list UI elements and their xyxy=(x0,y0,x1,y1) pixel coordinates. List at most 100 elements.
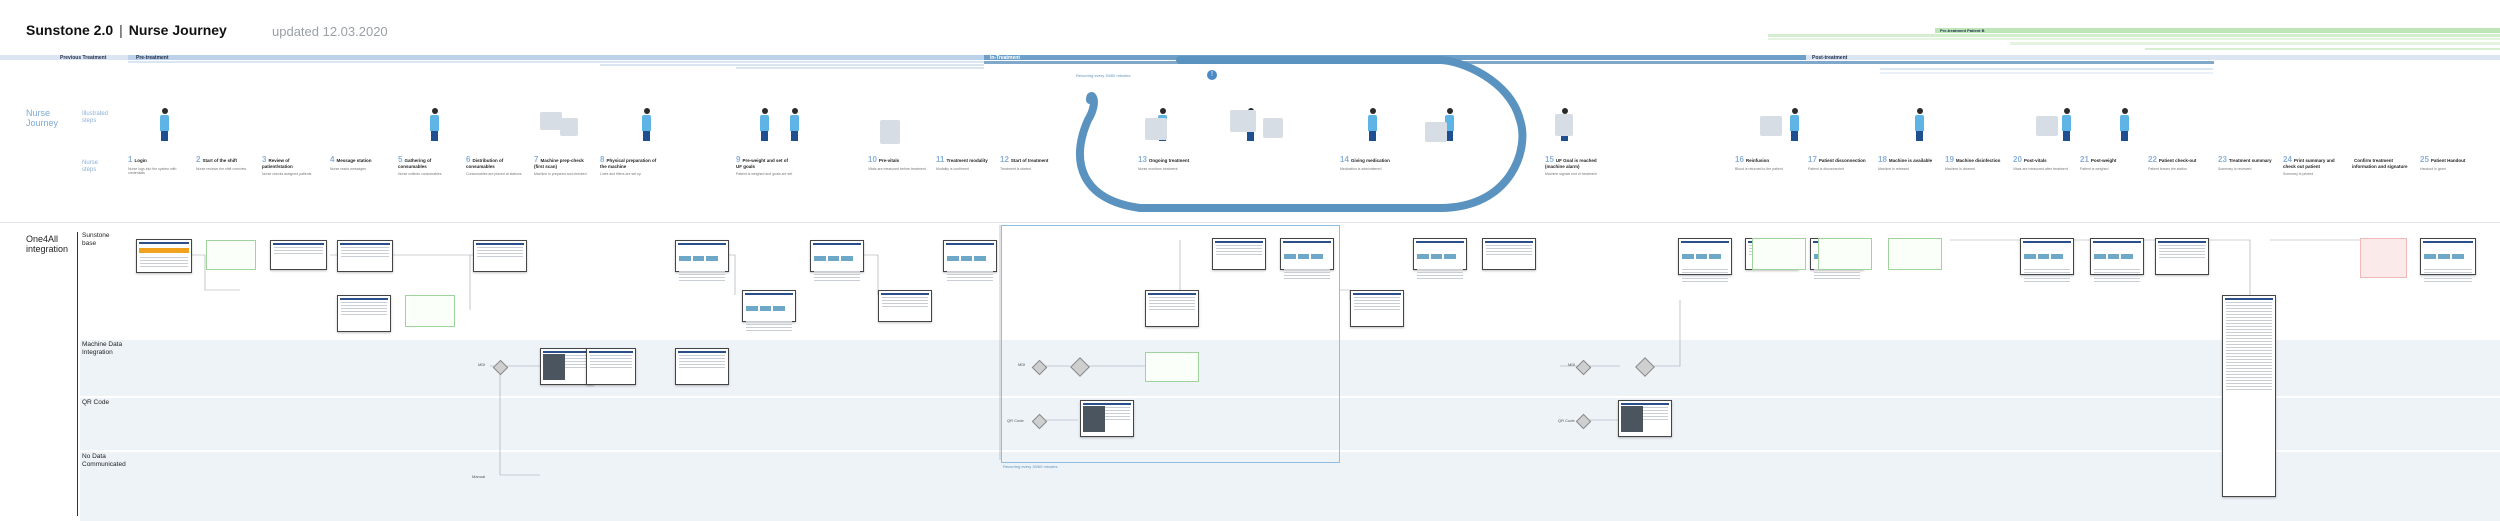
card-line xyxy=(140,260,188,261)
card-line xyxy=(746,324,792,325)
card-line xyxy=(679,361,725,362)
card-tile xyxy=(2024,254,2036,259)
card-line xyxy=(2226,389,2272,390)
card-photo xyxy=(1083,406,1105,432)
card-tiles xyxy=(813,249,861,267)
wireframe-card xyxy=(2090,238,2144,275)
card-header xyxy=(543,351,591,353)
card-line xyxy=(1682,278,1728,279)
wireframe-card xyxy=(742,290,796,322)
card-tile xyxy=(1417,254,1429,259)
card-line xyxy=(2094,272,2140,273)
wireframe-card xyxy=(1350,290,1404,327)
card-line xyxy=(341,256,389,257)
wireframe-card xyxy=(1678,238,1732,275)
card-header xyxy=(1485,241,1533,243)
wireframe-card xyxy=(1413,238,1467,270)
card-line xyxy=(2024,275,2070,276)
wireframe-card xyxy=(878,290,932,322)
card-line xyxy=(2226,344,2272,345)
card-tile xyxy=(2038,254,2050,259)
wireframe-card xyxy=(810,240,864,272)
card-line xyxy=(1682,281,1728,282)
card-line xyxy=(2226,359,2272,360)
card-tile xyxy=(2438,254,2450,259)
card-tile xyxy=(1431,254,1443,259)
card-line xyxy=(1486,248,1532,249)
card-line xyxy=(1149,297,1195,298)
card-line xyxy=(1354,306,1400,307)
card-line xyxy=(1682,272,1728,273)
card-header xyxy=(476,243,524,245)
card-tiles xyxy=(1283,247,1331,265)
card-line xyxy=(2226,335,2272,336)
card-line xyxy=(2094,275,2140,276)
card-line xyxy=(2424,281,2472,282)
wireframe-card xyxy=(586,348,636,385)
card-header xyxy=(946,243,994,245)
card-tiles xyxy=(2023,247,2071,265)
card-line xyxy=(1149,309,1195,310)
card-tile xyxy=(746,306,758,311)
card-tile xyxy=(1311,254,1323,259)
card-header xyxy=(2158,241,2206,243)
card-header xyxy=(340,243,390,245)
card-line xyxy=(2094,278,2140,279)
card-tile xyxy=(2121,254,2133,259)
card-line xyxy=(2226,302,2272,303)
card-line xyxy=(2226,338,2272,339)
card-line xyxy=(1486,251,1532,252)
card-line xyxy=(2226,323,2272,324)
card-line xyxy=(2094,269,2140,270)
card-line xyxy=(2424,275,2472,276)
card-tile xyxy=(679,256,691,261)
card-line xyxy=(1814,278,1860,279)
card-line xyxy=(2159,245,2205,246)
placeholder-card xyxy=(405,295,455,327)
card-header xyxy=(273,243,324,245)
wireframe-card xyxy=(1212,238,1266,270)
card-line xyxy=(590,367,632,368)
card-line xyxy=(1417,269,1463,270)
wireframe-card xyxy=(943,240,997,272)
card-tile xyxy=(814,256,826,261)
card-line xyxy=(2226,371,2272,372)
card-tiles xyxy=(678,249,726,267)
card-header xyxy=(678,351,726,353)
card-line xyxy=(341,305,387,306)
wireframe-card xyxy=(1080,400,1134,437)
card-line xyxy=(1284,275,1330,276)
card-line xyxy=(477,256,523,257)
card-tile xyxy=(1444,254,1456,259)
card-line xyxy=(2226,311,2272,312)
placeholder-card xyxy=(1818,238,1872,270)
card-header xyxy=(881,293,929,295)
card-tile xyxy=(1696,254,1708,259)
card-header xyxy=(589,351,633,353)
card-line xyxy=(2226,326,2272,327)
decision-label-4: MDI xyxy=(1568,362,1575,367)
card-line xyxy=(1417,275,1463,276)
card-line xyxy=(746,321,792,322)
card-line xyxy=(1486,254,1532,255)
card-line xyxy=(1216,248,1262,249)
card-line xyxy=(477,253,523,254)
card-line xyxy=(746,327,792,328)
card-line xyxy=(2159,248,2205,249)
card-line xyxy=(882,303,928,304)
card-line xyxy=(679,271,725,272)
card-line xyxy=(679,364,725,365)
card-line xyxy=(2226,374,2272,375)
card-header xyxy=(813,243,861,245)
card-line xyxy=(882,306,928,307)
card-line xyxy=(477,250,523,251)
card-line xyxy=(590,364,632,365)
wireframe-card xyxy=(1482,238,1536,270)
card-header xyxy=(2093,241,2141,243)
card-tiles xyxy=(2093,247,2141,265)
card-line xyxy=(679,280,725,281)
card-line xyxy=(274,253,323,254)
card-line xyxy=(2226,356,2272,357)
card-header xyxy=(1416,241,1464,243)
card-line xyxy=(1682,275,1728,276)
